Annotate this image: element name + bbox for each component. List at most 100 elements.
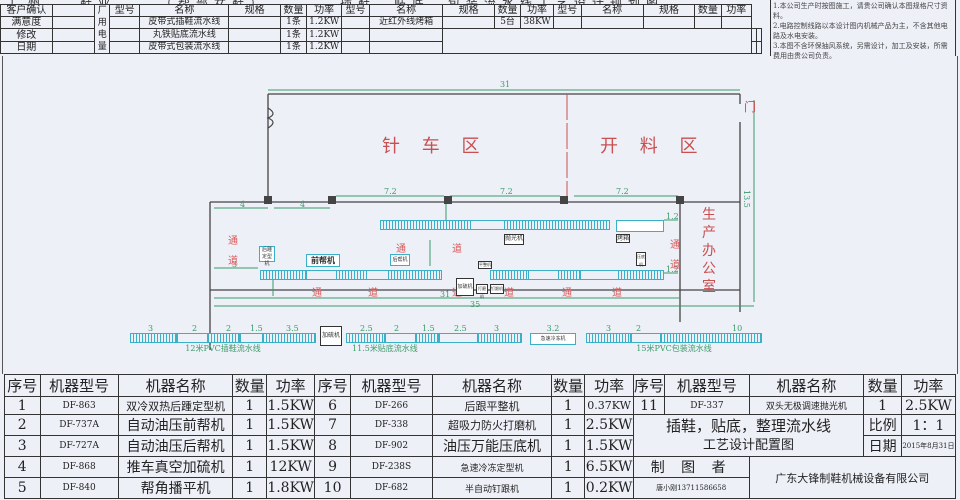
passage-label: 道 xyxy=(670,260,680,271)
cell-model: DF-337 xyxy=(664,396,750,415)
drawing-title-strip: 广州 鞋业 （帮部女鞋） 插鞋，贴底，包装流水线工艺设计规划图 xyxy=(0,0,760,4)
conveyor-belt xyxy=(558,270,582,280)
cell-empty xyxy=(580,16,644,29)
cell-model xyxy=(109,16,141,29)
dim-gap: 1.2 xyxy=(666,265,679,274)
cell-no: 8 xyxy=(314,435,351,457)
cell-qty: 1 xyxy=(232,396,267,415)
cell-model-2 xyxy=(341,16,370,29)
cell-power: 1.5KW xyxy=(265,435,316,457)
machine-heel-setter[interactable]: 后踵定型机 xyxy=(259,246,275,267)
conveyor-belt xyxy=(263,333,316,343)
cell-qty: 1 xyxy=(232,456,267,478)
table-header: 序号 机器型号 机器名称 数量 功率 序号 机器型号 机器名称 数量 功率 序号… xyxy=(4,374,957,397)
cell-qty: 1 xyxy=(550,456,586,478)
conveyor-belt xyxy=(504,220,610,230)
cell-no: 9 xyxy=(314,456,351,478)
column-marker xyxy=(444,196,452,204)
col-name: 名称 xyxy=(139,4,230,17)
value-customer[interactable] xyxy=(51,4,96,17)
cell-empty xyxy=(642,16,696,29)
machine-misc[interactable]: 平整机 xyxy=(478,261,492,269)
passage-label: 道 xyxy=(452,244,462,255)
th-name: 机器名称 xyxy=(117,374,234,397)
passage-label: 通 xyxy=(228,236,238,247)
machine-oven[interactable]: 烤箱 xyxy=(616,234,630,243)
th-model: 机器型号 xyxy=(664,374,750,397)
cell-model: DF-266 xyxy=(349,396,434,415)
cell-name: 半自动钉跟机 xyxy=(432,477,552,499)
dim-col-spacing: 4 xyxy=(240,200,246,209)
seg-dim: 10 xyxy=(732,324,743,333)
col-spec: 规格 xyxy=(228,4,281,17)
cell-name-2: 近红外线烤箱 xyxy=(368,16,444,29)
col-model-2: 型号 xyxy=(341,4,370,17)
machine-sole-press[interactable]: 压底机 xyxy=(636,252,646,267)
col-qty: 数量 xyxy=(279,4,308,17)
machine-rear-upper[interactable]: 后帮机 xyxy=(390,254,410,266)
label-date: 日期 xyxy=(0,41,53,54)
cell-qty: 1 xyxy=(232,477,267,499)
cell-name: 急速冷冻定型机 xyxy=(432,456,552,478)
conveyor-station xyxy=(528,270,560,280)
cell-empty xyxy=(720,16,753,29)
label-customer: 客户确认 xyxy=(0,4,53,17)
conveyor-station xyxy=(239,333,264,343)
conveyor-belt xyxy=(260,270,308,280)
value-revision[interactable] xyxy=(51,28,96,42)
seg-dim: 3 xyxy=(148,324,154,333)
cell-name: 双冷双热后踵定型机 xyxy=(117,396,234,415)
value-satisfaction[interactable] xyxy=(51,16,96,29)
line-caption: 11.5米贴底流水线 xyxy=(352,344,418,353)
th-model: 机器型号 xyxy=(39,374,119,397)
office-char: 室 xyxy=(702,279,716,295)
office-char: 生 xyxy=(702,207,716,223)
title-line-1: 插鞋，贴底，整理流水线 xyxy=(666,416,832,435)
cell-model: DF-338 xyxy=(349,414,434,436)
cell-model: DF-902 xyxy=(349,435,434,457)
frame-border xyxy=(2,56,958,374)
cell-name: 自动油压前帮机 xyxy=(117,414,234,436)
freezer-unit xyxy=(616,220,664,232)
th-name: 机器名称 xyxy=(432,374,552,397)
cell-no: 11 xyxy=(632,396,666,415)
cell-qty: 1 xyxy=(232,435,267,457)
standalone-vulcanizer[interactable]: 加硫机 xyxy=(320,326,342,346)
freezer-box[interactable]: 急速冷冻机 xyxy=(530,333,576,345)
note-3: 3.本图不含环保抽风系统，另需设计，加工及安装，所需费用由贵公司负责。 xyxy=(773,42,948,60)
machine-polisher[interactable]: 抛光机 xyxy=(504,234,524,245)
cell-power: 0.37KW xyxy=(584,396,634,415)
col-power: 功率 xyxy=(306,4,343,17)
cell-model: DF-840 xyxy=(39,477,119,499)
value-date[interactable] xyxy=(51,41,96,54)
machine-vulcanizer[interactable]: 加硫机 xyxy=(456,278,474,296)
seg-dim: 1.5 xyxy=(250,324,263,333)
column-marker xyxy=(328,196,336,204)
cell-power: 1.8KW xyxy=(265,477,316,499)
th-power: 功率 xyxy=(900,374,957,397)
cell-name: 皮带式包装流水线 xyxy=(139,41,230,54)
seg-dim: 2 xyxy=(636,324,642,333)
machine-misc[interactable]: 钉跟机 xyxy=(490,284,504,294)
conveyor-station xyxy=(438,333,478,343)
th-qty: 数量 xyxy=(863,374,902,397)
machine-misc[interactable]: 打磨机 xyxy=(476,284,488,299)
col-spec-2: 规格 xyxy=(442,4,495,17)
cell-power: 1.5KW xyxy=(265,414,316,436)
cell-name: 后跟平整机 xyxy=(432,396,552,415)
col-model-3: 型号 xyxy=(552,4,582,17)
cell-qty: 1条 xyxy=(279,16,308,29)
cell-name: 双头无极调速抛光机 xyxy=(748,396,865,415)
col-power-3: 功率 xyxy=(720,4,753,17)
cell-name: 推车真空加硫机 xyxy=(117,456,234,478)
conveyor-belt xyxy=(618,270,664,280)
cell-power-2: 38KW xyxy=(520,16,554,29)
dim-right-height: 13.5 xyxy=(742,190,751,208)
machine-front-upper[interactable]: 前帮机 xyxy=(306,254,340,267)
zone-sewing: 针 车 区 xyxy=(382,136,488,157)
conveyor-station xyxy=(630,333,662,343)
seg-dim: 3.2 xyxy=(546,324,560,333)
line-caption: 12米PVC插鞋流水线 xyxy=(185,344,261,353)
cell-model: DF-737A xyxy=(39,414,119,436)
cell-empty xyxy=(368,28,444,42)
